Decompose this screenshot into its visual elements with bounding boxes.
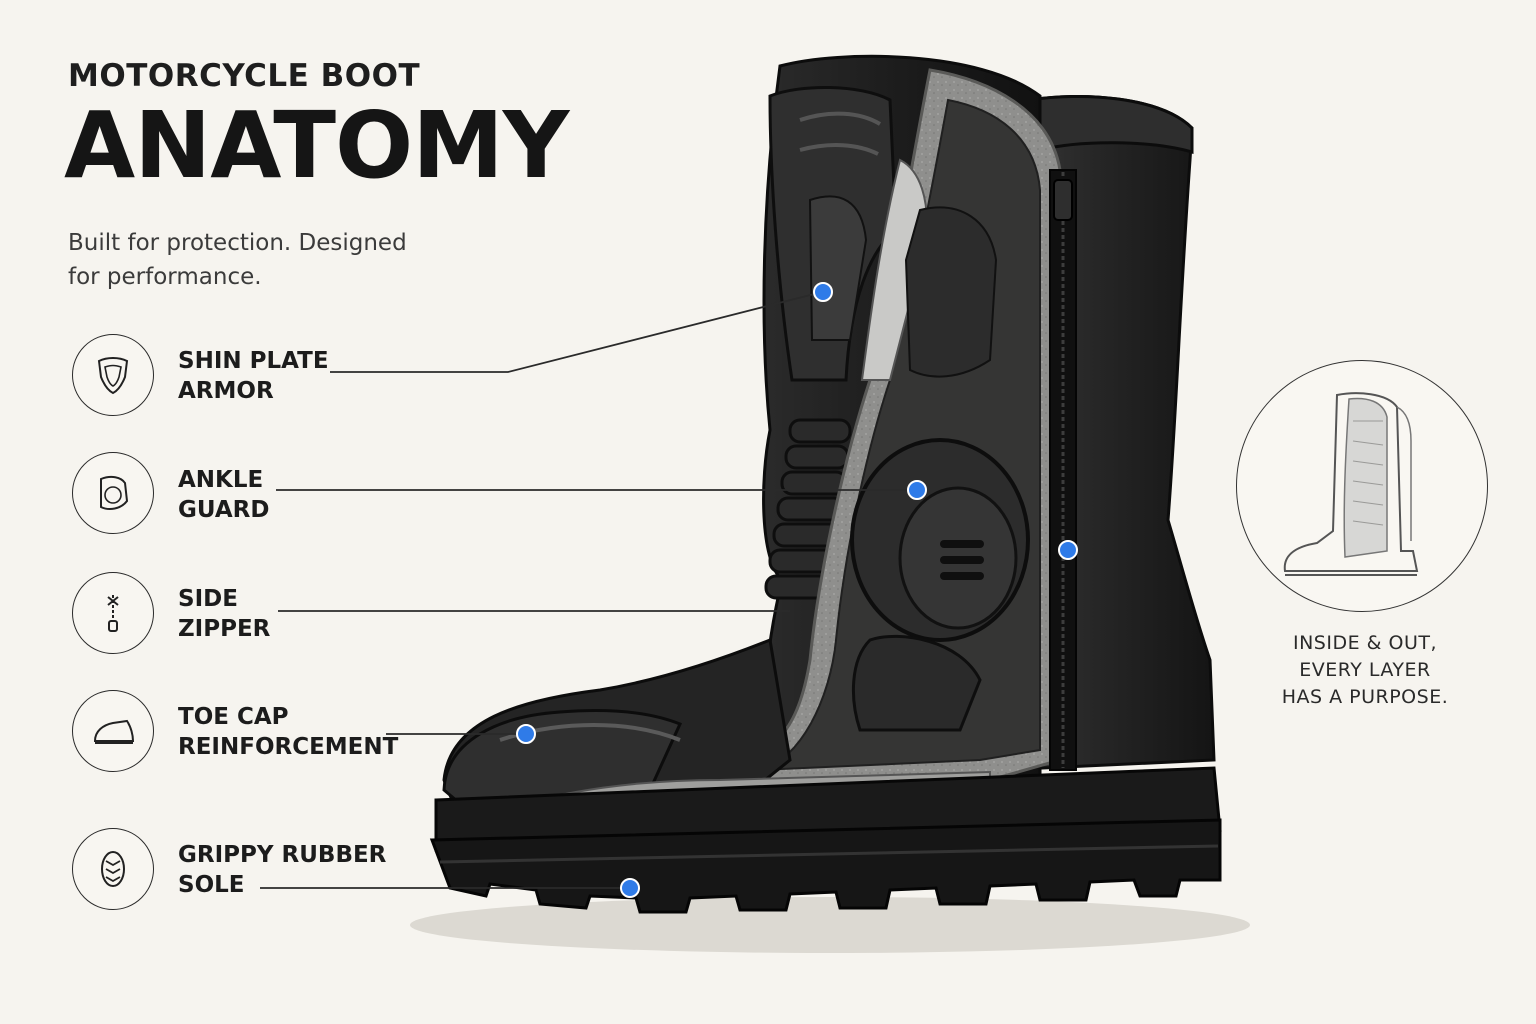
feature-label-zipper: SIDE ZIPPER [178, 584, 398, 644]
callout-line-shin [330, 291, 823, 373]
dot-ankle [907, 480, 927, 500]
callout-lines [260, 291, 916, 889]
feature-label-toe: TOE CAP REINFORCEMENT [178, 702, 398, 762]
ankle-guard [850, 438, 1030, 642]
eyebrow-title: MOTORCYCLE BOOT [68, 58, 421, 94]
shin-plate-icon [72, 334, 154, 416]
feature-label-sole-line-2: SOLE [178, 872, 245, 898]
zipper-icon [72, 572, 154, 654]
toe-cap-icon [72, 690, 154, 772]
side-zipper [1049, 169, 1077, 771]
inset-caption-line-2: EVERY LAYER [1299, 659, 1431, 681]
tagline-line-1: Built for protection. Designed [68, 230, 407, 256]
feature-label-ankle: ANKLE GUARD [178, 465, 398, 525]
boot-rear-collar [1028, 94, 1194, 154]
tread-icon [72, 828, 154, 910]
shin-plate-ridge [799, 111, 882, 156]
tagline-line-2: for performance. [68, 264, 262, 290]
inset-caption-line-1: INSIDE & OUT, [1292, 632, 1438, 654]
callout-dots [516, 282, 1078, 898]
ground-shadow [410, 897, 1250, 953]
feature-label-sole: GRIPPY RUBBER SOLE [178, 840, 398, 900]
dot-toe [516, 724, 536, 744]
feature-label-sole-line-1: GRIPPY RUBBER [178, 842, 387, 868]
feature-label-shin: SHIN PLATE ARMOR [178, 346, 398, 406]
ankle-guard-icon [72, 452, 154, 534]
heel-panel [851, 634, 982, 732]
feature-label-zipper-line-1: SIDE [178, 586, 238, 612]
tagline: Built for protection. Designed for perfo… [68, 226, 468, 294]
dot-sole [620, 878, 640, 898]
cutaway-sketch-icon [1283, 392, 1419, 576]
feature-label-toe-line-2: REINFORCEMENT [178, 734, 399, 760]
feature-label-ankle-line-1: ANKLE [178, 467, 264, 493]
sole-groove [439, 844, 1219, 864]
feature-label-zipper-line-2: ZIPPER [178, 616, 271, 642]
hex-padding [904, 206, 998, 378]
main-title: ANATOMY [64, 92, 569, 199]
feature-label-ankle-line-2: GUARD [178, 497, 270, 523]
feature-label-shin-line-1: SHIN PLATE [178, 348, 329, 374]
feature-label-shin-line-2: ARMOR [178, 378, 274, 404]
shin-plate-inner [808, 195, 868, 341]
inset-caption-line-3: HAS A PURPOSE. [1281, 686, 1449, 708]
inset-cutaway-sketch [1236, 360, 1488, 612]
feature-label-toe-line-1: TOE CAP [178, 704, 289, 730]
inset-caption: INSIDE & OUT, EVERY LAYER HAS A PURPOSE. [1250, 630, 1480, 711]
shin-strip [860, 158, 928, 381]
dot-zipper [1058, 540, 1078, 560]
dot-shin [813, 282, 833, 302]
